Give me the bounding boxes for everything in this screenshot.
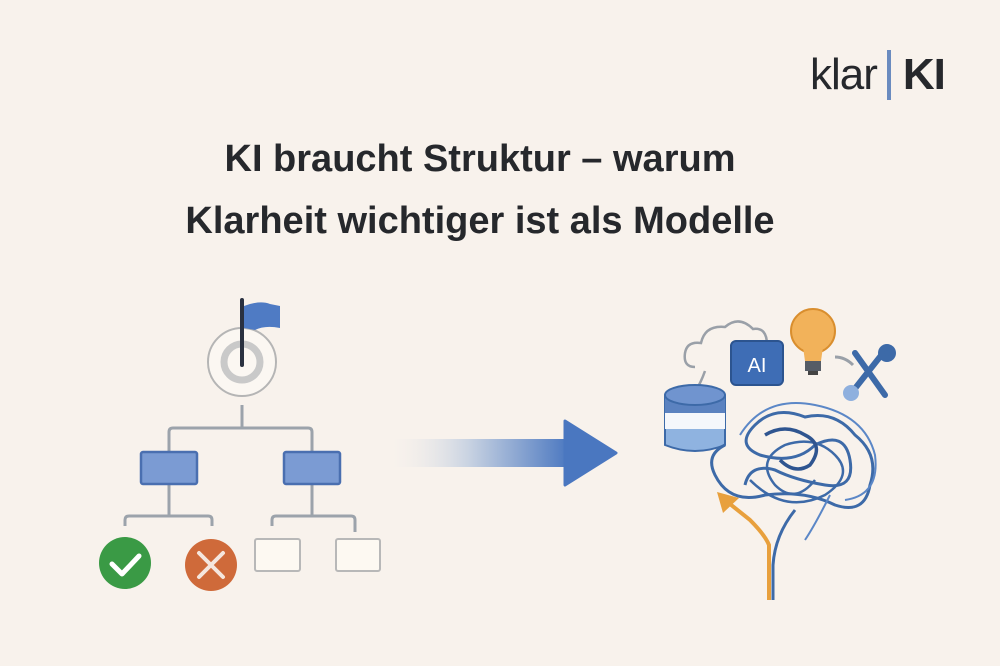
check-icon <box>99 537 151 589</box>
tools-icon <box>843 344 896 401</box>
transition-arrow <box>385 419 618 487</box>
ai-badge: AI <box>730 340 784 386</box>
headline-line-2: Klarheit wichtiger ist als Modelle <box>185 200 775 242</box>
headline-line-1: KI braucht Struktur – warum <box>224 138 736 180</box>
brand-logo: klar KI <box>810 50 946 100</box>
structure-tree-illustration <box>99 298 381 591</box>
logo-text-klar: klar <box>810 50 878 99</box>
flag-icon <box>240 298 280 367</box>
logo-divider <box>886 50 891 100</box>
cross-icon <box>185 539 237 591</box>
database-icon <box>664 384 726 452</box>
empty-box-2 <box>335 538 381 572</box>
decision-box-right <box>282 450 342 486</box>
lightbulb-icon <box>790 308 836 375</box>
svg-text:AI: AI <box>748 355 767 377</box>
tangled-brain-illustration: AI <box>664 308 896 600</box>
orange-arrow <box>717 492 771 600</box>
tree-connectors <box>123 405 357 532</box>
decision-box-left <box>139 450 199 486</box>
logo-text-ki: KI <box>902 50 946 99</box>
scribble-brain <box>710 402 877 600</box>
empty-box-1 <box>254 538 301 572</box>
